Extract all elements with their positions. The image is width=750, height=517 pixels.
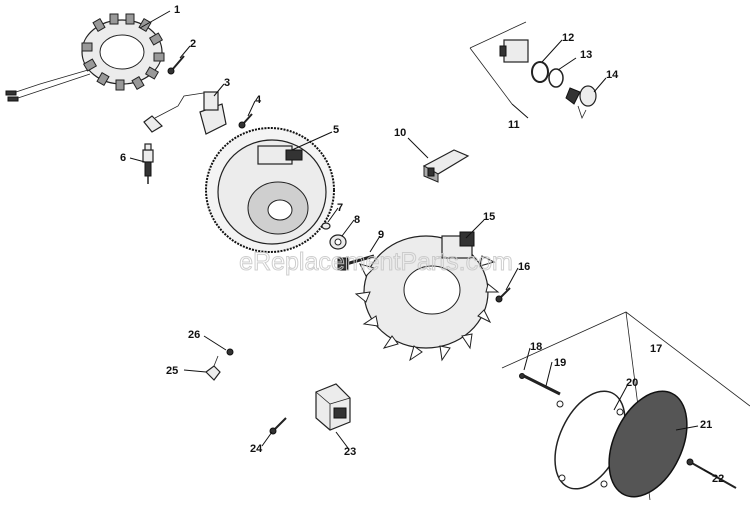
- callout-23: 23: [344, 446, 356, 458]
- callout-19: 19: [554, 357, 566, 369]
- callout-5: 5: [333, 124, 339, 136]
- leader-lines: [129, 10, 713, 475]
- callout-20: 20: [626, 377, 638, 389]
- part-screen-assembly: [501, 311, 750, 501]
- part-rectifier: [422, 149, 470, 183]
- callout-1: 1: [174, 4, 180, 16]
- callout-13: 13: [580, 49, 592, 61]
- part-flywheel: [205, 127, 335, 253]
- part-screw-4: [238, 113, 253, 129]
- callout-21: 21: [700, 419, 712, 431]
- watermark-text: eReplacementParts.com: [239, 248, 513, 276]
- part-fan: [354, 231, 500, 362]
- part-clip-25: [205, 355, 221, 381]
- callout-4: 4: [255, 94, 262, 106]
- part-regulator: [315, 383, 351, 431]
- callout-10: 10: [394, 127, 406, 139]
- callout-2: 2: [190, 38, 196, 50]
- part-nut-26: [226, 348, 234, 356]
- callout-6: 6: [120, 152, 126, 164]
- callout-24: 24: [250, 443, 263, 455]
- part-ignition-module: [143, 91, 227, 135]
- part-screw-16: [495, 287, 511, 303]
- part-screw-24: [269, 417, 287, 435]
- part-bolt-9: [337, 254, 375, 271]
- callout-7: 7: [337, 202, 343, 214]
- callout-14: 14: [606, 69, 619, 81]
- callout-8: 8: [354, 214, 360, 226]
- part-screw-2: [167, 55, 185, 75]
- callout-12: 12: [562, 32, 574, 44]
- part-key-7: [321, 222, 331, 230]
- part-stator: [5, 13, 165, 102]
- callout-11: 11: [508, 119, 520, 131]
- callout-22: 22: [712, 473, 724, 485]
- part-key-switch: [469, 21, 597, 120]
- callout-16: 16: [518, 261, 530, 273]
- callout-15: 15: [483, 211, 495, 223]
- callout-18: 18: [530, 341, 542, 353]
- callout-9: 9: [378, 229, 384, 241]
- part-washer-8: [329, 234, 347, 250]
- callout-3: 3: [224, 77, 230, 89]
- callout-17: 17: [650, 343, 662, 355]
- callout-labels: 1 2 3 4 5 6 7 8 9 10 11 12 13 14 15 16 1…: [120, 4, 724, 485]
- callout-25: 25: [166, 365, 178, 377]
- part-spark-plug: [142, 143, 154, 184]
- callout-26: 26: [188, 329, 200, 341]
